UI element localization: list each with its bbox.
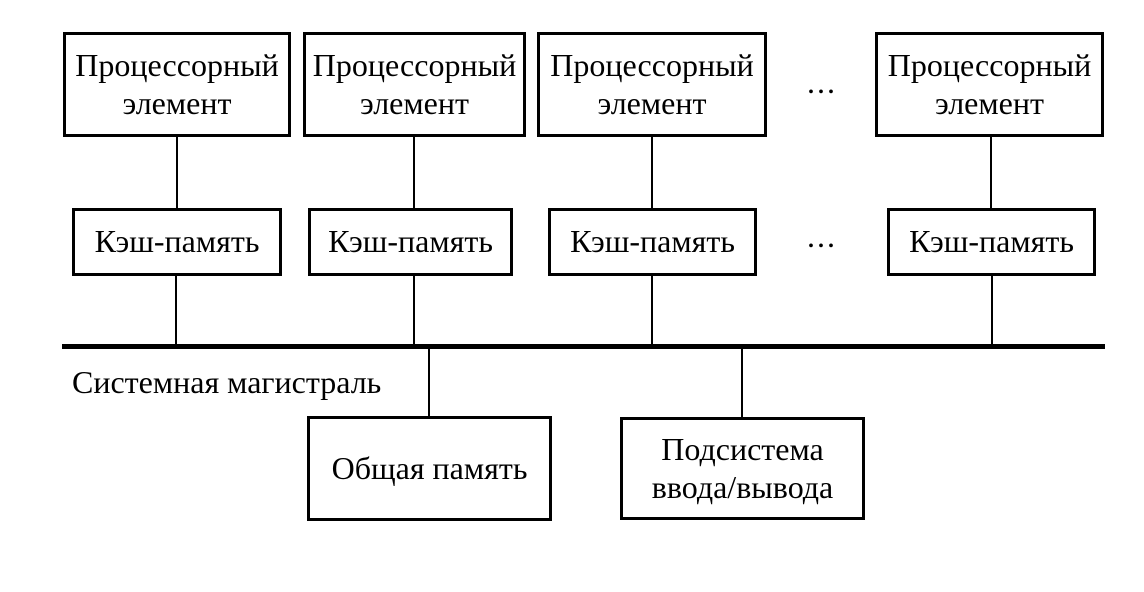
connector-line-cache1-bus	[175, 276, 177, 345]
cache-memory-box-3: Кэш-память	[548, 208, 757, 276]
io-subsystem-label: Подсистема ввода/вывода	[651, 430, 834, 505]
cache-memory-label: Кэш-память	[909, 223, 1074, 260]
ellipsis-processors: ...	[807, 64, 837, 100]
connector-line-pe1-cache1	[176, 137, 178, 208]
connector-line-pe3-cache3	[651, 137, 653, 208]
connector-line-cache3-bus	[651, 276, 653, 345]
connector-line-pe2-cache2	[413, 137, 415, 208]
processor-element-box-3: Процессорный элемент	[537, 32, 767, 137]
processor-element-box-1: Процессорный элемент	[63, 32, 291, 137]
cache-memory-label: Кэш-память	[94, 223, 260, 260]
processor-element-box-2: Процессорный элемент	[303, 32, 526, 137]
cache-memory-box-2: Кэш-память	[308, 208, 513, 276]
cache-memory-box-4: Кэш-память	[887, 208, 1096, 276]
connector-line-cache4-bus	[991, 276, 993, 345]
io-subsystem-box: Подсистема ввода/вывода	[620, 417, 865, 520]
system-bus-line	[62, 344, 1105, 349]
ellipsis-caches: ...	[807, 218, 837, 254]
connector-line-bus-shared-memory	[428, 348, 430, 416]
shared-memory-box: Общая память	[307, 416, 552, 521]
cache-memory-label: Кэш-память	[328, 223, 493, 260]
processor-element-label: Процессорный элемент	[887, 46, 1092, 121]
system-bus-label: Системная магистраль	[72, 364, 382, 400]
connector-line-pe4-cache4	[990, 137, 992, 208]
shared-memory-label: Общая память	[331, 449, 528, 486]
connector-line-cache2-bus	[413, 276, 415, 345]
cache-memory-box-1: Кэш-память	[72, 208, 282, 276]
connector-line-bus-io-subsystem	[741, 348, 743, 417]
processor-element-label: Процессорный элемент	[75, 46, 279, 121]
processor-element-label: Процессорный элемент	[312, 46, 517, 121]
processor-element-box-4: Процессорный элемент	[875, 32, 1104, 137]
processor-element-label: Процессорный элемент	[550, 46, 754, 121]
cache-memory-label: Кэш-память	[570, 223, 735, 260]
